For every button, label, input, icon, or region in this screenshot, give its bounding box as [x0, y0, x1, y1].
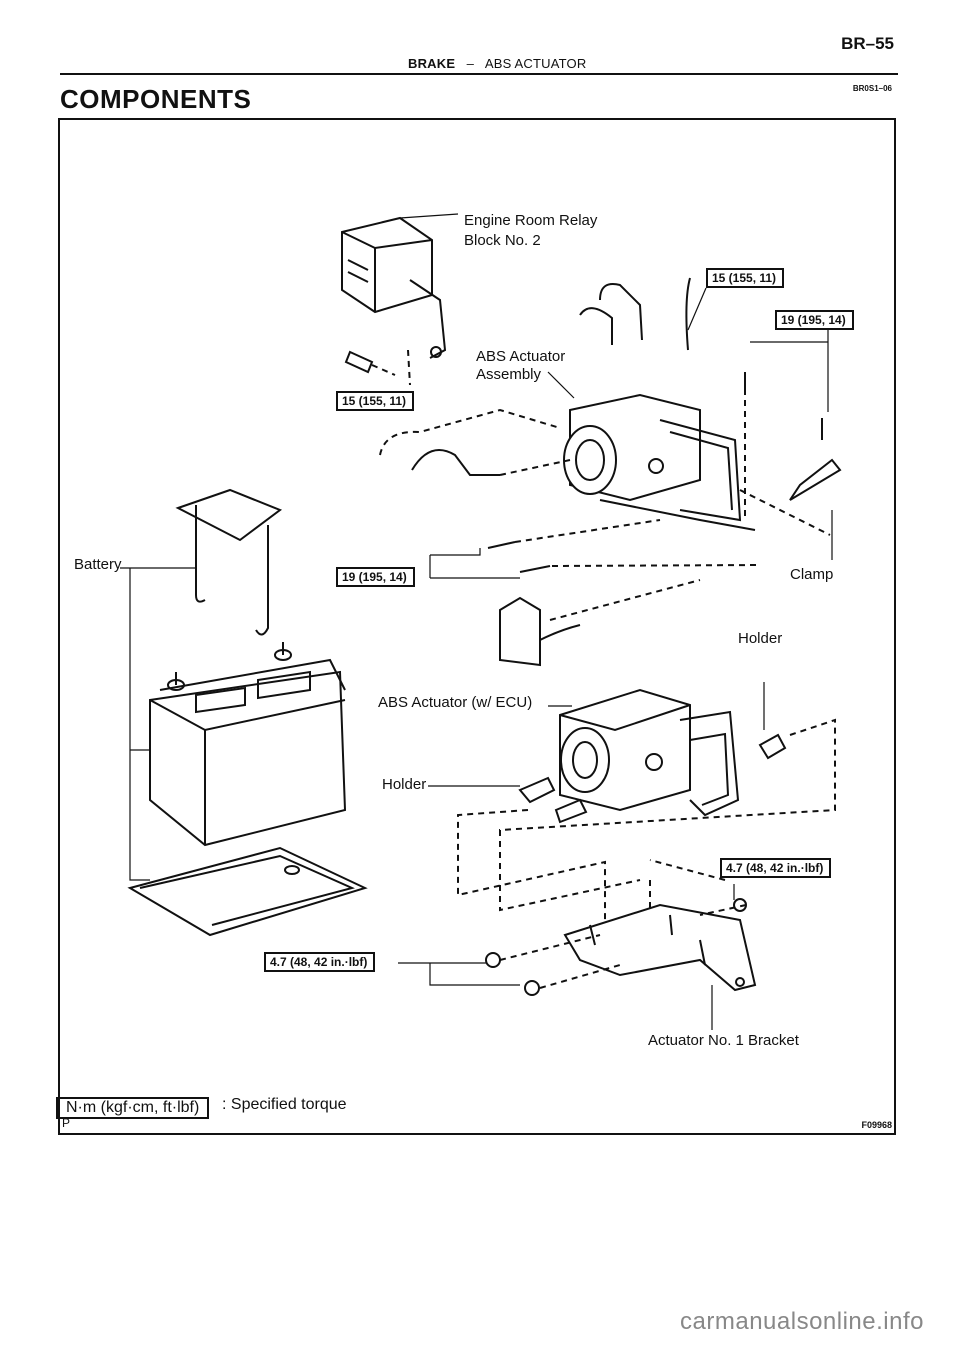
- label-abs-actuator-ecu: ABS Actuator (w/ ECU): [378, 694, 533, 711]
- header-separator: –: [466, 56, 475, 71]
- torque-spec-holder-nut: 4.7 (48, 42 in.·lbf): [720, 858, 832, 878]
- label-abs-actuator-line2: Assembly: [476, 366, 542, 383]
- torque-spec-relay-block-bolt: 15 (155, 11): [336, 391, 415, 411]
- corner-marker: P: [62, 1116, 71, 1130]
- label-clamp: Clamp: [790, 566, 834, 583]
- label-relay-block-line2: Block No. 2: [464, 232, 541, 249]
- section-title: COMPONENTS: [60, 84, 252, 114]
- relay-block-illustration: [341, 216, 447, 386]
- legend-torque-box: N·m (kgf·cm, ft·lbf): [56, 1097, 210, 1119]
- label-battery: Battery: [74, 556, 122, 573]
- leader-lines: [120, 213, 833, 1030]
- figure-number: F09968: [861, 1120, 892, 1130]
- torque-spec-bracket-bolts-left: 19 (195, 14): [336, 567, 415, 587]
- label-holder-right: Holder: [738, 630, 783, 647]
- diagram-frame: [58, 118, 896, 1135]
- label-holder-left: Holder: [382, 776, 427, 793]
- header-rule: [60, 73, 898, 75]
- abs-actuator-assembly-illustration: [379, 277, 842, 667]
- header-section: BRAKE: [408, 56, 456, 71]
- doc-code: BR0S1–06: [852, 84, 892, 93]
- header-subsection: ABS ACTUATOR: [484, 56, 587, 71]
- bracket-illustration: [485, 898, 757, 996]
- header-title: BRAKE – ABS ACTUATOR: [408, 56, 586, 71]
- battery-illustration: [127, 488, 368, 937]
- torque-spec-brake-tube: 15 (155, 11): [706, 268, 785, 288]
- label-relay-block-line1: Engine Room Relay: [464, 212, 598, 229]
- legend-text: : Specified torque: [222, 1096, 347, 1113]
- watermark: carmanualsonline.info: [680, 1308, 924, 1335]
- actuator-ecu-illustration: [457, 688, 836, 960]
- torque-spec-bracket-nuts: 4.7 (48, 42 in.·lbf): [264, 952, 376, 972]
- label-bracket: Actuator No. 1 Bracket: [648, 1032, 799, 1049]
- label-abs-actuator-line1: ABS Actuator: [476, 348, 566, 365]
- torque-spec-bracket-bolts-right: 19 (195, 14): [775, 310, 854, 330]
- page-id: BR–55: [841, 34, 894, 53]
